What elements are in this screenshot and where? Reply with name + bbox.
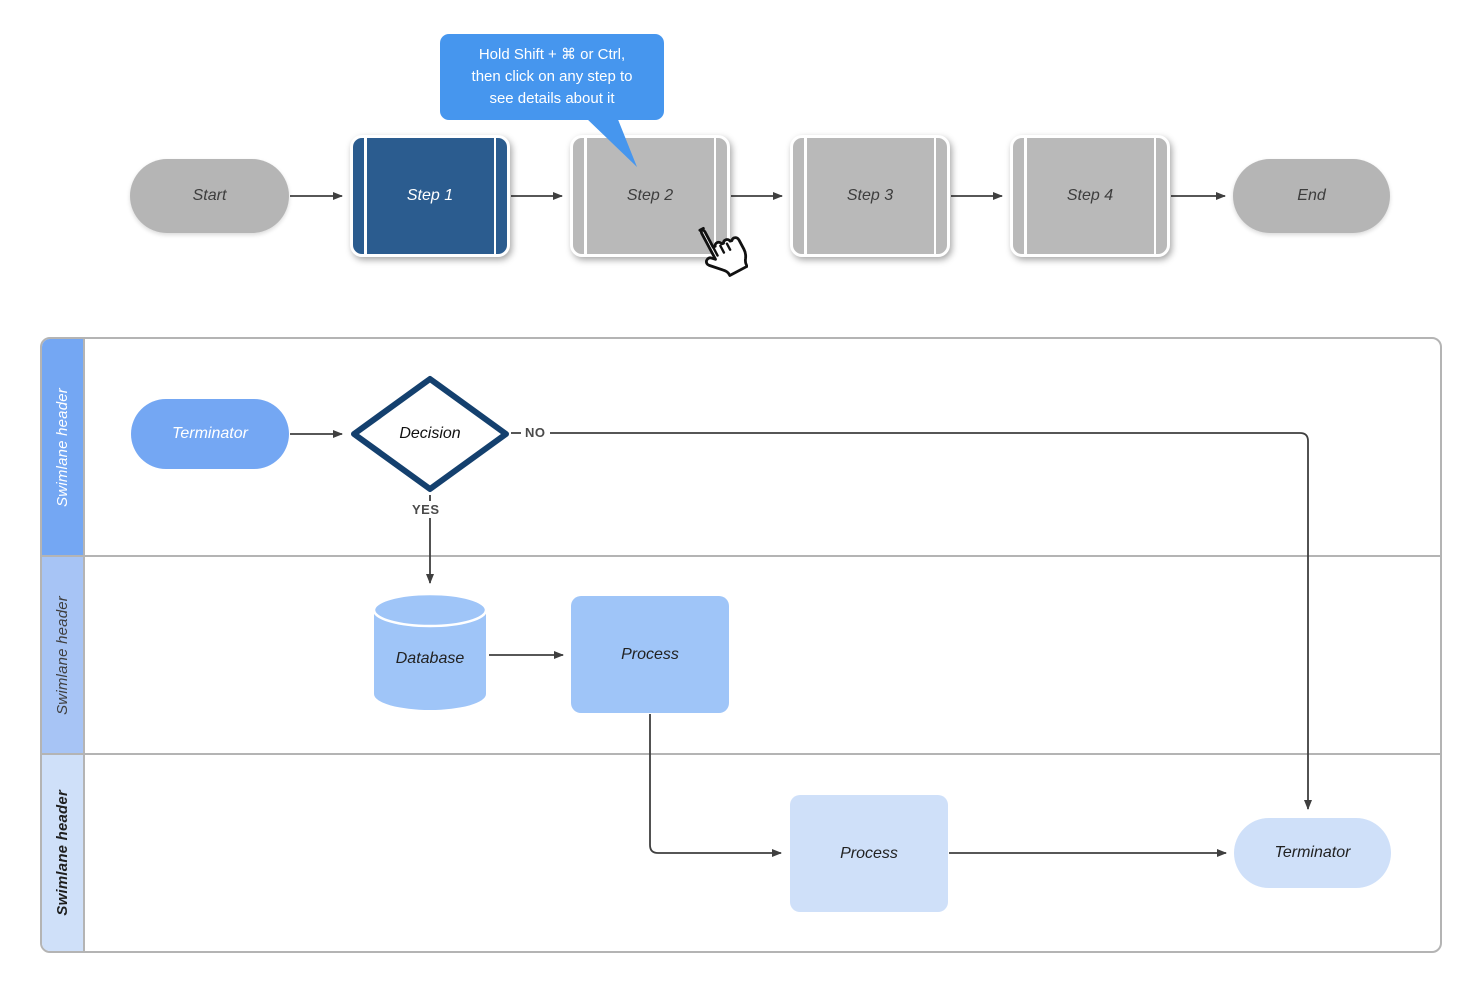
tooltip-text: Hold Shift + ⌘ or Ctrl, then click on an… <box>471 46 633 107</box>
swimlane-2-header[interactable]: Swimlane header <box>42 557 85 753</box>
node-step-1[interactable]: Step 1 <box>350 135 510 257</box>
node-terminator-lane1[interactable]: Terminator <box>131 399 289 469</box>
node-process-lane2[interactable]: Process <box>571 596 729 713</box>
node-end-label: End <box>1297 187 1326 204</box>
swimlane-1-header-label: Swimlane header <box>54 387 71 507</box>
node-step-3[interactable]: Step 3 <box>790 135 950 257</box>
swimlane-2-header-label: Swimlane header <box>54 595 71 715</box>
tooltip-callout: Hold Shift + ⌘ or Ctrl, then click on an… <box>440 34 664 120</box>
node-step-3-label: Step 3 <box>846 187 894 204</box>
hand-cursor-icon <box>698 226 748 277</box>
node-step-4[interactable]: Step 4 <box>1010 135 1170 257</box>
swimlane-1-header[interactable]: Swimlane header <box>42 339 85 555</box>
swimlane-3-header[interactable]: Swimlane header <box>42 755 85 951</box>
swimlane-1: Swimlane header <box>42 339 1440 555</box>
node-database-cylinder[interactable] <box>372 592 488 712</box>
swimlane-3-header-label: Swimlane header <box>54 790 71 916</box>
node-step-2-label: Step 2 <box>626 187 674 204</box>
node-terminator-lane3[interactable]: Terminator <box>1234 818 1391 888</box>
edge-label-no: NO <box>521 424 550 441</box>
node-process-lane2-label: Process <box>621 645 679 663</box>
node-terminator-lane3-label: Terminator <box>1274 844 1351 861</box>
swimlane-2: Swimlane header <box>42 555 1440 753</box>
node-process-lane3-label: Process <box>840 844 898 862</box>
node-step-4-label: Step 4 <box>1066 187 1114 204</box>
node-start-label: Start <box>192 187 227 204</box>
node-terminator-lane1-label: Terminator <box>172 425 248 442</box>
swimlane-3: Swimlane header <box>42 753 1440 951</box>
tooltip-tail <box>585 117 637 167</box>
edge-label-yes: YES <box>408 501 444 518</box>
node-decision[interactable] <box>350 375 510 493</box>
node-step-1-label: Step 1 <box>406 187 454 204</box>
node-end[interactable]: End <box>1233 159 1390 233</box>
node-process-lane3[interactable]: Process <box>790 795 948 912</box>
node-start[interactable]: Start <box>130 159 289 233</box>
